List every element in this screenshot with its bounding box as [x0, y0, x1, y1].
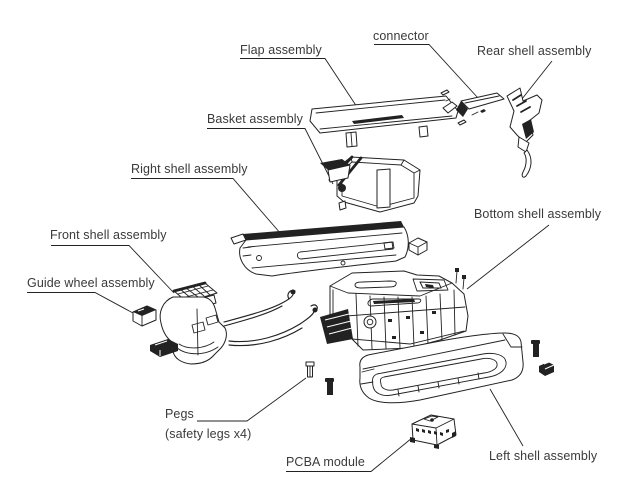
pegs-part: [305, 340, 555, 395]
label-right-shell-assembly: Right shell assembly: [131, 162, 248, 176]
label-basket-assembly: Basket assembly: [207, 112, 303, 126]
foot-pad-part: [150, 339, 178, 357]
leader-left-shell: [489, 388, 524, 447]
label-pegs: Pegs: [165, 407, 194, 421]
bottom-shell-assembly-part: [320, 268, 469, 351]
label-connector: connector: [373, 29, 429, 43]
leader-pcba: [286, 437, 413, 472]
label-pcba-module: PCBA module: [286, 455, 365, 469]
cable: [223, 289, 318, 347]
leader-lines: [27, 44, 553, 472]
label-guide-wheel-assembly: Guide wheel assembly: [27, 276, 155, 290]
label-rear-shell-assembly: Rear shell assembly: [477, 44, 592, 58]
basket-assembly-part: [320, 155, 421, 213]
guide-wheel-part: [132, 305, 157, 327]
connector-part: [442, 92, 505, 117]
left-shell-assembly-part: [359, 332, 524, 404]
pcba-module-part: [410, 414, 457, 449]
flap-assembly-part: [309, 89, 467, 148]
right-shell-assembly-part: [230, 221, 428, 277]
leader-bottom-shell: [466, 224, 550, 290]
leader-flap: [240, 58, 358, 108]
leader-connector: [374, 44, 479, 99]
label-left-shell-assembly: Left shell assembly: [489, 449, 598, 463]
leader-front-shell: [51, 245, 175, 294]
label-pegs-subtext: (safety legs x4): [165, 427, 252, 441]
leader-rear-shell: [517, 60, 553, 105]
leader-pegs: [197, 377, 307, 422]
label-bottom-shell-assembly: Bottom shell assembly: [474, 207, 602, 221]
label-flap-assembly: Flap assembly: [240, 43, 322, 57]
leader-right-shell: [131, 178, 282, 235]
rear-shell-assembly-part: [506, 87, 543, 178]
label-front-shell-assembly: Front shell assembly: [50, 228, 167, 242]
leader-guide-wheel: [27, 292, 134, 314]
